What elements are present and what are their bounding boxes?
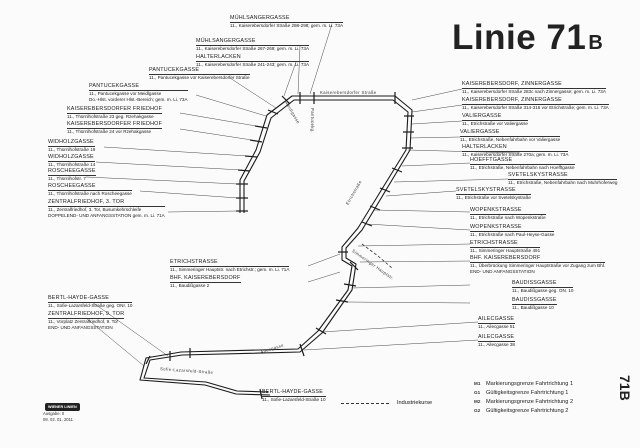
- street-label-kaiserebersdorfer: Kaiserebersdorfer Straße: [320, 90, 377, 95]
- wiener-linien-logo: WIENER LINIEN: [45, 403, 80, 411]
- street-label-pantucekgasse: Pantucekg.: [309, 108, 315, 133]
- industrial-legend: Industriekurse: [341, 400, 432, 406]
- boundary-marker-icon: M2: [474, 399, 481, 404]
- validity-marker-icon: G1: [474, 390, 481, 395]
- dashed-line-icon: [341, 402, 389, 404]
- validity-marker-icon: G2: [474, 408, 481, 413]
- route-code: 71B: [617, 375, 633, 401]
- industrial-spur: [361, 243, 393, 269]
- leader-lines: [85, 23, 521, 400]
- route-line: [139, 95, 413, 396]
- boundary-marker-icon: M1: [474, 381, 481, 386]
- footer: WIENER LINIEN Ausgabe: 0 08. 02. 01. 201…: [43, 403, 80, 423]
